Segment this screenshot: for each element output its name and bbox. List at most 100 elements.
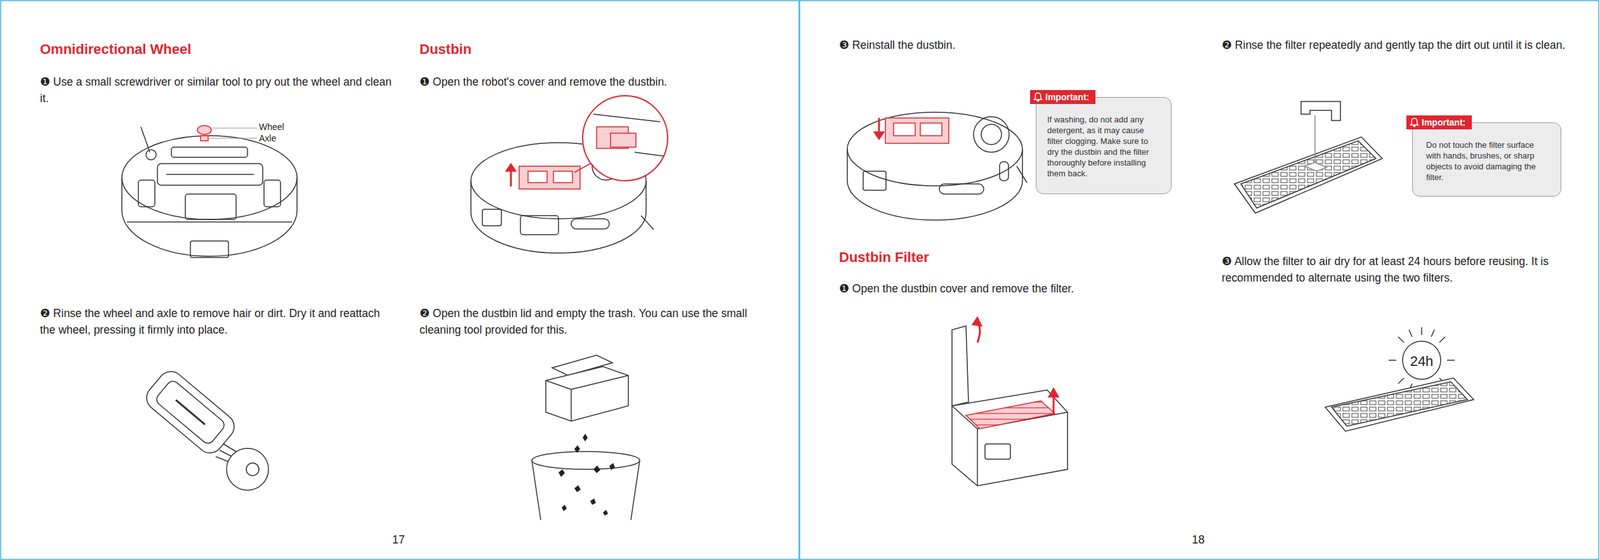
part-label: Axle — [258, 132, 310, 146]
important-tab: Important: — [1030, 90, 1096, 105]
robot-dustbin-removal-illustration-part — [528, 171, 548, 183]
empty-dustbin-illustration-part — [571, 375, 629, 390]
filter-illustration-part — [1331, 382, 1468, 427]
bell-icon-shape — [1410, 118, 1419, 128]
page-frame-part — [0, 0, 800, 560]
drying-sun-symbol-part — [1421, 327, 1423, 336]
robot-dustbin-removal-illustration-part — [641, 215, 654, 230]
filter-rinse-illustration-part — [1240, 140, 1376, 209]
empty-dustbin-illustration-part-part — [582, 434, 588, 442]
important-note-box: Important:If washing, do not add any det… — [1035, 97, 1172, 195]
robot-dustbin-removal-illustration-part — [571, 218, 610, 230]
step-text: ❷ Open the dustbin lid and empty the tra… — [419, 305, 763, 339]
robot-dustbin-removal-illustration-part — [610, 133, 636, 148]
robot-reinstall-illustration-part — [863, 171, 886, 191]
bell-icon — [1033, 92, 1043, 103]
wheel-cleaning-illustration-part-part — [175, 400, 205, 426]
note-body: Do not touch the filter surface with han… — [1426, 139, 1548, 183]
robot-bottom-illustration-part — [185, 194, 237, 220]
empty-dustbin-illustration-part-part — [558, 469, 565, 478]
step-text: ❶ Open the dustbin cover and remove the … — [839, 280, 1195, 298]
wheel-cleaning-illustration-part — [223, 444, 237, 452]
robot-bottom-illustration-part — [200, 135, 209, 141]
robot-reinstall-illustration — [847, 112, 1027, 221]
wheel-cleaning-illustration-part-part — [154, 378, 227, 447]
empty-dustbin-illustration-part-part — [590, 498, 596, 506]
robot-bottom-illustration-part — [166, 173, 254, 176]
robot-dustbin-removal-illustration — [470, 95, 668, 254]
robot-dustbin-removal-illustration-part — [553, 171, 573, 183]
page-number: 18 — [1186, 531, 1210, 549]
robot-reinstall-illustration-part — [973, 116, 1010, 153]
dustbin-filter-illustration-part — [985, 444, 1011, 460]
wheel-cleaning-illustration-part — [215, 456, 229, 463]
page-frame-part — [799, 0, 1599, 560]
drying-sun-symbol-part — [1431, 330, 1435, 338]
step-text: ❸ Allow the filter to air dry for at lea… — [1221, 253, 1565, 287]
drying-sun-symbol-part — [1388, 359, 1397, 362]
dustbin-filter-illustration-part — [952, 390, 1068, 487]
dustbin-filter-illustration-part — [952, 326, 969, 407]
robot-dustbin-removal-illustration-part — [634, 152, 664, 157]
robot-dustbin-removal-illustration-part — [520, 215, 559, 235]
step-text: ❸ Reinstall the dustbin. — [839, 36, 1157, 54]
wheel-cleaning-illustration-part — [246, 463, 259, 477]
note-heading: Important: — [1421, 117, 1466, 128]
duration-label: 24h — [1399, 350, 1444, 372]
step-text: ❶ Use a small screwdriver or similar too… — [39, 73, 396, 108]
robot-dustbin-removal-illustration-part — [582, 95, 668, 181]
step-text: ❶ Open the robot's cover and remove the … — [419, 73, 775, 91]
filter-rinse-illustration-part — [1304, 162, 1327, 172]
step-text: ❷ Rinse the wheel and axle to remove hai… — [39, 305, 396, 339]
robot-reinstall-illustration-part — [847, 112, 1023, 186]
filter-rinse-illustration — [1234, 101, 1383, 214]
robot-bottom-illustration-part — [209, 138, 258, 139]
robot-reinstall-illustration-part — [920, 123, 942, 136]
section-heading: Omnidirectional Wheel — [39, 38, 307, 60]
empty-dustbin-illustration-part-part — [602, 510, 609, 516]
empty-dustbin-illustration-part — [545, 380, 572, 390]
empty-dustbin-illustration-part-part — [609, 463, 615, 471]
filter-rinse-illustration-part — [1314, 115, 1316, 167]
drying-sun-symbol-part — [1408, 330, 1413, 338]
empty-dustbin-illustration-part — [570, 389, 572, 422]
section-heading: Dustbin — [419, 38, 610, 60]
robot-bottom-illustration-part — [171, 147, 248, 158]
robot-dustbin-removal-illustration-part — [519, 166, 581, 190]
drying-sun-symbol-part — [1398, 378, 1404, 384]
bell-icon-shape — [1034, 93, 1043, 103]
robot-bottom-illustration-part — [197, 125, 212, 135]
dustbin-filter-illustration-part — [972, 317, 982, 327]
filter-illustration — [1325, 378, 1474, 432]
wheel-cleaning-illustration-part-part — [141, 366, 240, 459]
robot-bottom-illustration-part — [190, 241, 229, 258]
dustbin-filter-illustration-part — [976, 429, 979, 487]
robot-reinstall-illustration-part — [873, 132, 885, 140]
robot-bottom-illustration-part — [138, 180, 155, 207]
robot-bottom-illustration-part — [211, 128, 258, 129]
robot-dustbin-removal-illustration-part — [482, 209, 502, 226]
empty-dustbin-illustration-part — [531, 451, 640, 470]
robot-bottom-illustration-part — [264, 180, 281, 207]
wheel-cleaning-illustration-part — [141, 366, 240, 459]
empty-dustbin-illustration-part-part — [593, 465, 601, 474]
robot-dustbin-removal-illustration-part — [574, 163, 591, 173]
filter-illustration-part — [1325, 378, 1474, 432]
important-tab: Important: — [1406, 115, 1472, 130]
empty-dustbin-illustration — [531, 355, 640, 521]
empty-dustbin-illustration-part — [545, 366, 629, 422]
robot-reinstall-illustration-part — [1016, 166, 1027, 183]
robot-bottom-illustration-part — [145, 149, 157, 160]
robot-dustbin-removal-illustration-part — [505, 163, 516, 172]
drying-sun-symbol-part — [1398, 337, 1404, 343]
filter-rinse-illustration-part — [1234, 137, 1383, 214]
empty-dustbin-illustration-part-part — [561, 505, 567, 512]
robot-reinstall-illustration-part — [885, 118, 949, 144]
robot-dustbin-removal-illustration-part — [593, 114, 661, 122]
robot-reinstall-illustration-part — [981, 124, 1002, 145]
robot-reinstall-illustration-part — [893, 123, 916, 136]
filter-rinse-illustration-part — [1301, 101, 1341, 121]
step-text: ❷ Rinse the filter repeatedly and gently… — [1221, 36, 1578, 54]
